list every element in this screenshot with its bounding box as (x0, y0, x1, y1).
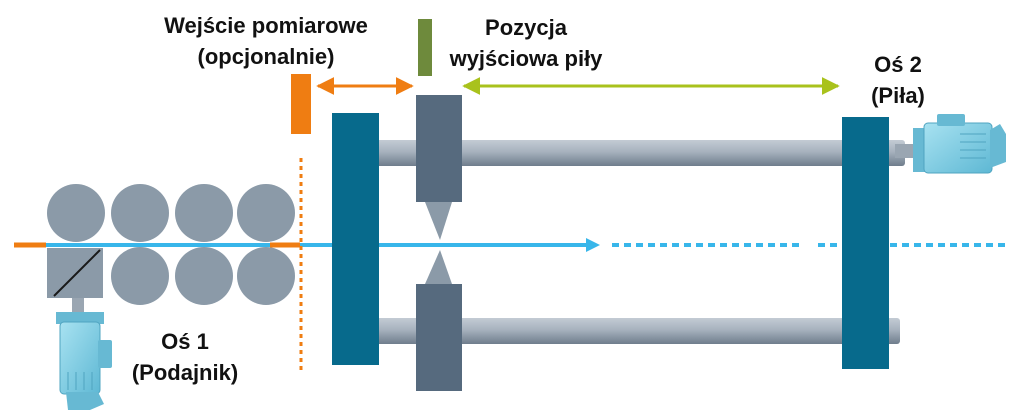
measurement-input-line1: Wejście pomiarowe (164, 13, 368, 38)
axis1-line1: Oś 1 (161, 329, 209, 354)
right-frame-block (842, 117, 889, 369)
saw-start-position-label: Pozycja wyjściowa piły (428, 12, 624, 74)
axis1-label: Oś 1 (Podajnik) (110, 326, 260, 388)
material-flow-line (14, 238, 1006, 252)
axis1-line2: (Podajnik) (131, 360, 239, 385)
measurement-input-label: Wejście pomiarowe (opcjonalnie) (142, 10, 390, 72)
servo-motor-icon (56, 298, 112, 410)
saw-start-position-line1: Pozycja (485, 15, 567, 40)
saw-blade-icon (416, 95, 462, 391)
axis2-line2: (Piła) (871, 83, 925, 108)
axis2-line1: Oś 2 (874, 52, 922, 77)
saw-position-marker (418, 19, 432, 76)
upper-guide-rod (360, 140, 905, 166)
feed-roller-icon (47, 184, 295, 305)
encoder-icon (47, 248, 103, 298)
servo-motor-icon (895, 114, 1006, 174)
left-frame-block (332, 113, 379, 365)
axis2-label: Oś 2 (Piła) (838, 49, 958, 111)
saw-start-position-line2: wyjściowa piły (449, 46, 603, 71)
lower-guide-rod (360, 318, 900, 344)
measurement-input-line2: (opcjonalnie) (197, 44, 335, 69)
measurement-marker (291, 74, 311, 134)
